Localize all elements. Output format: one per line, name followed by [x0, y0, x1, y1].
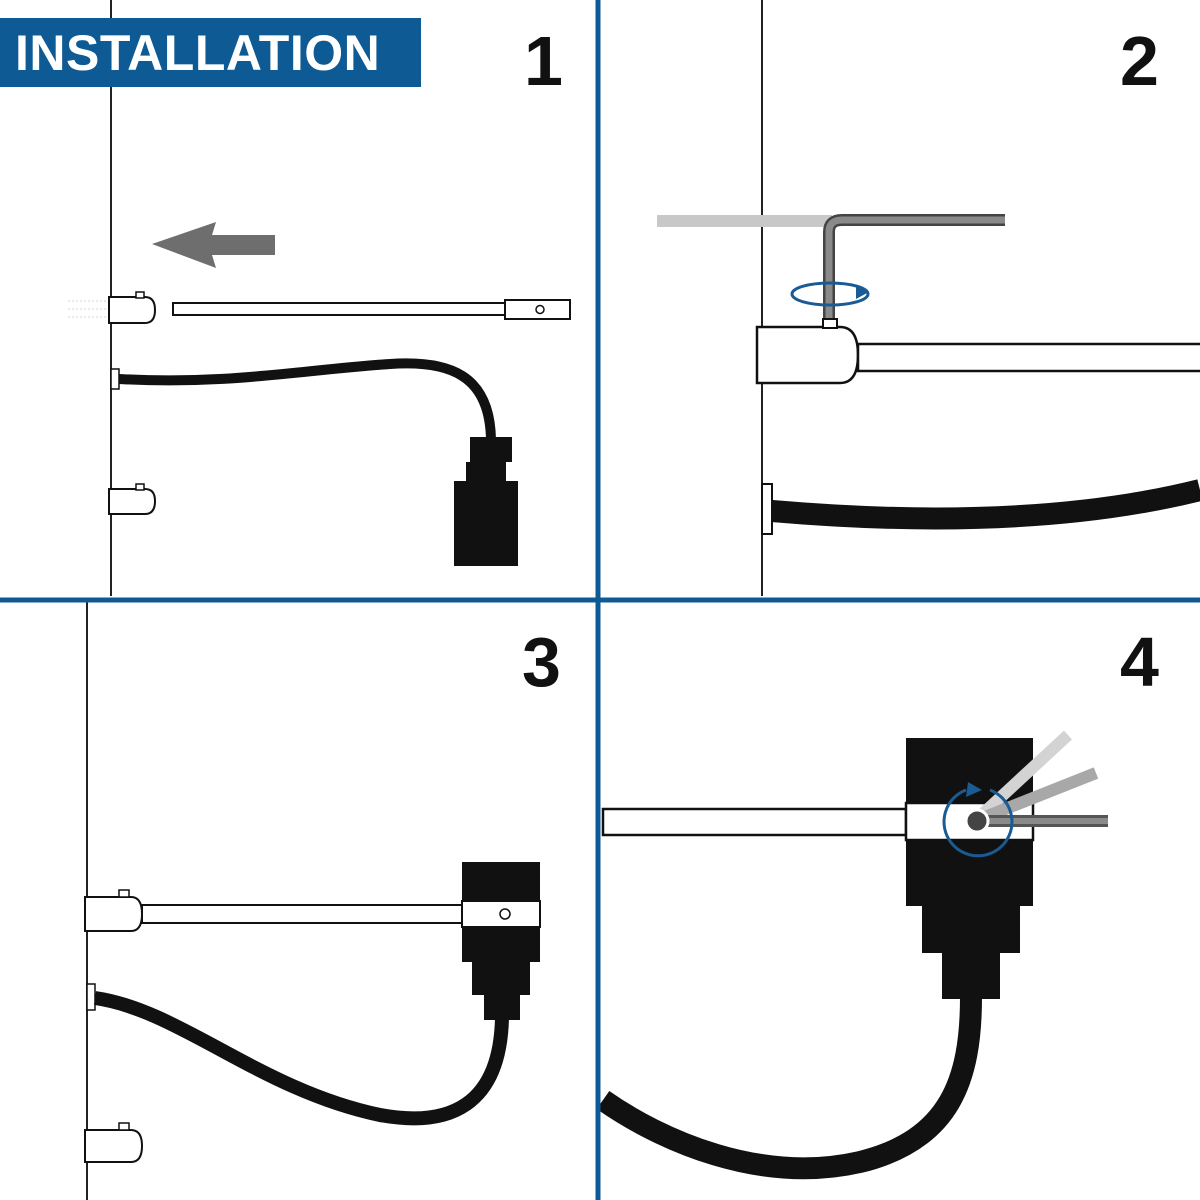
step-number-1: 1 — [524, 22, 563, 100]
cable-clip — [86, 983, 96, 1011]
step-number-2: 2 — [1120, 22, 1159, 100]
power-cable — [118, 358, 496, 441]
hex-key-highlight — [825, 216, 1005, 322]
wall-clip-lower — [108, 488, 157, 515]
set-screw-hole — [499, 908, 511, 920]
step-number-3: 3 — [522, 623, 561, 701]
power-cable — [596, 996, 982, 1180]
rotate-arrow-icon — [790, 281, 870, 307]
support-rod — [141, 904, 463, 924]
set-screw-hole — [535, 304, 545, 315]
wall-clip-lower — [84, 1129, 144, 1163]
title-banner: INSTALLATION — [0, 18, 421, 87]
cable-clip — [110, 368, 120, 390]
plug-connector — [462, 862, 540, 1020]
plug-connector — [454, 437, 518, 566]
panel-2 — [657, 0, 1200, 596]
set-screw — [822, 318, 838, 329]
power-cable — [771, 479, 1200, 530]
wall-clip-tab — [135, 291, 145, 299]
rod-bracket — [755, 325, 860, 385]
hex-key-ghost-bar — [657, 215, 832, 227]
support-rod — [172, 302, 506, 316]
panel-1 — [68, 0, 571, 596]
motion-trail — [68, 300, 108, 318]
power-cable — [93, 991, 509, 1126]
hex-key-icon — [823, 214, 1005, 322]
hex-key-ghost — [972, 767, 1099, 827]
hex-key-ghost — [970, 730, 1073, 826]
wall-clip-tab — [118, 889, 130, 898]
support-rod — [856, 342, 1200, 373]
wall-clip — [108, 296, 157, 324]
wall-clip — [84, 896, 144, 932]
set-screw — [964, 808, 990, 834]
page-title: INSTALLATION — [15, 25, 381, 81]
rotate-arrow-icon — [942, 782, 1014, 858]
cable-clip — [761, 483, 773, 535]
left-arrow-icon — [152, 222, 275, 268]
support-rod — [601, 807, 908, 837]
wall-clip-lower-tab — [135, 483, 145, 491]
wall-clip-lower-tab — [118, 1122, 130, 1131]
panel-4 — [596, 730, 1108, 1180]
panel-3 — [84, 600, 541, 1200]
step-number-4: 4 — [1120, 623, 1159, 701]
